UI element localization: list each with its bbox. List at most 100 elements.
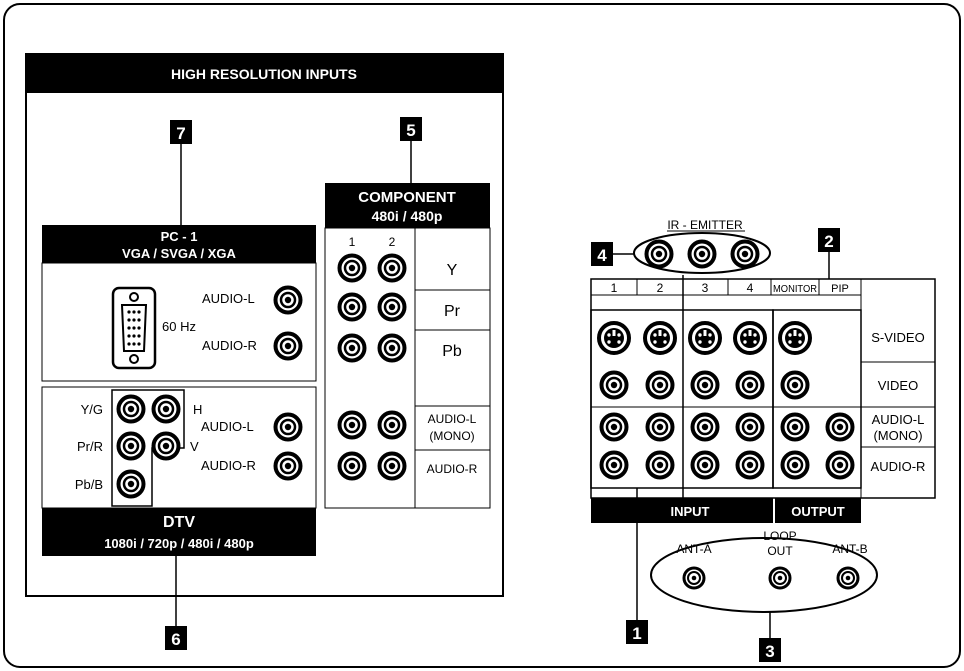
audio-r-in-1-jack [599,450,629,480]
output-bar [775,498,861,523]
component-subtitle: 480i / 480p [372,208,443,224]
component-pb-label: Pb [442,343,462,360]
video-in-2-jack [645,370,675,400]
component-audio-l-1-jack [337,410,367,440]
pc-audio-r-label: AUDIO-R [202,338,257,353]
callout-4: 4 [597,246,607,265]
input-bar [591,498,773,523]
svideo-monitor-out-jack [778,321,812,355]
dtv-pb-b-label: Pb/B [75,477,103,492]
component-pr-1-jack [337,292,367,322]
video-in-4-jack [735,370,765,400]
component-y-1-jack [337,253,367,283]
dtv-v-jack [151,431,181,461]
dtv-h-label: H [193,402,202,417]
component-col-2: 2 [389,235,396,249]
av-col-2-label: 2 [657,281,664,295]
antenna-group [650,537,878,613]
callout-1: 1 [632,624,641,643]
audio-r-monitor-out-jack [780,450,810,480]
av-svideo-label: S-VIDEO [871,330,924,345]
audio-l-in-2-jack [645,412,675,442]
component-panel [324,227,491,509]
callout-4-box [591,242,613,266]
dtv-audio-l-label: AUDIO-L [201,419,254,434]
pc-panel [41,262,317,382]
vga-connector-icon [111,286,157,370]
ant-a-jack [682,566,706,590]
av-col-4-label: 4 [747,281,754,295]
high-resolution-inputs-section: HIGH RESOLUTION INPUTS 7 PC - 1 VGA / SV… [25,53,504,650]
loop-label: LOOP [763,529,796,543]
component-pb-1-jack [337,333,367,363]
callout-5-box [400,117,422,141]
callout-1-box [626,620,648,644]
callout-6: 6 [171,630,180,649]
dtv-pr-r-jack [116,431,146,461]
dtv-audio-r-label: AUDIO-R [201,458,256,473]
component-y-label: Y [447,262,458,279]
dtv-subtitle: 1080i / 720p / 480i / 480p [104,536,254,551]
av-audio-r-label: AUDIO-R [871,459,926,474]
out-label: OUT [767,544,793,558]
dtv-h-jack [151,394,181,424]
component-title-bar [325,183,490,228]
ir-emitter-label: IR - EMITTER [667,218,743,232]
audio-l-monitor-out-jack [780,412,810,442]
pc-title-bar [42,225,316,263]
pc-audio-l-label: AUDIO-L [202,291,255,306]
audio-r-pip-out-jack [825,450,855,480]
callout-7: 7 [176,124,185,143]
av-pip-label: PIP [831,283,849,295]
svideo-in-2-jack [643,321,677,355]
av-monitor-label: MONITOR [773,284,817,295]
video-in-1-jack [599,370,629,400]
callout-2: 2 [824,232,833,251]
audio-l-in-4-jack [735,412,765,442]
dtv-audio-l-jack [273,412,303,442]
dtv-v-label: V [190,439,199,454]
audio-l-in-3-jack [690,412,720,442]
output-label: OUTPUT [791,504,845,519]
audio-r-in-3-jack [690,450,720,480]
dtv-audio-r-jack [273,451,303,481]
pc-subtitle: VGA / SVGA / XGA [122,246,237,261]
dtv-y-g-label: Y/G [81,402,103,417]
video-monitor-out-jack [780,370,810,400]
dtv-title-bar [42,508,316,556]
high-res-header-bar [26,54,503,93]
svideo-in-3-jack [688,321,722,355]
component-col-1: 1 [349,235,356,249]
component-y-2-jack [377,253,407,283]
av-col-1-label: 1 [611,281,618,295]
callout-5: 5 [406,121,415,140]
loop-out-jack [768,566,792,590]
component-audio-r-2-jack [377,451,407,481]
component-mono-label: (MONO) [429,429,474,443]
audio-r-in-2-jack [645,450,675,480]
callout-3: 3 [765,642,774,661]
video-in-3-jack [690,370,720,400]
callout-6-box [165,626,187,650]
component-pb-2-jack [377,333,407,363]
av-video-label: VIDEO [878,378,918,393]
component-audio-r-label: AUDIO-R [427,462,478,476]
pc-audio-l-jack [273,285,303,315]
av-mono-label: (MONO) [873,428,922,443]
pc-frequency: 60 Hz [162,319,196,334]
output-group-box [772,309,862,489]
component-audio-l-label: AUDIO-L [428,412,477,426]
svideo-in-1-jack [597,321,631,355]
svideo-in-4-jack [733,321,767,355]
dtv-title: DTV [163,514,195,531]
callout-7-box [170,120,192,144]
callout-2-box [818,228,840,252]
dtv-pr-r-label: Pr/R [77,439,103,454]
dtv-pb-b-jack [116,469,146,499]
callout-3-box [759,638,781,662]
audio-l-pip-out-jack [825,412,855,442]
component-audio-r-1-jack [337,451,367,481]
ir-emitter-jack-1 [644,239,674,269]
ir-emitter-group [633,232,771,274]
